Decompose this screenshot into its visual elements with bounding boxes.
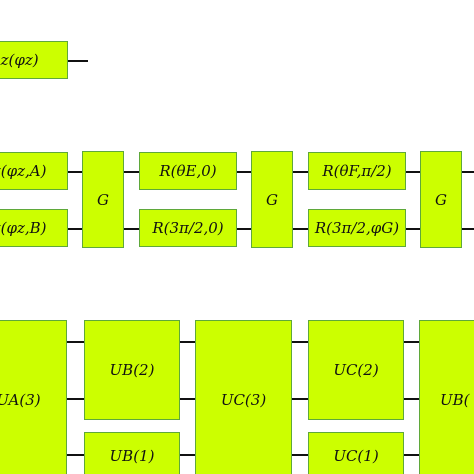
uc2-gate: UC(2) — [308, 320, 404, 420]
rz-a-gate-label: Rz(φz,A) — [0, 162, 47, 180]
wire — [404, 398, 419, 400]
wire — [68, 60, 88, 62]
r-theta-f-gate-label: R(θF,π/2) — [322, 162, 392, 180]
wire — [462, 171, 474, 173]
ub1-gate-label: UB(1) — [109, 447, 155, 465]
ub2-gate-label: UB(2) — [109, 361, 155, 379]
ua3-gate-label: UA(3) — [0, 391, 41, 409]
rz-b-gate: Rz(φz,B) — [0, 209, 68, 247]
wire — [180, 454, 195, 456]
g-gate-3-label: G — [435, 190, 447, 209]
ub2-gate: UB(2) — [84, 320, 180, 420]
wire — [68, 171, 82, 173]
rz-b-gate-label: Rz(φz,B) — [0, 219, 47, 237]
rz-gate-label: Rz(φz) — [0, 51, 39, 69]
r-3pi2-0-gate-label: R(3π/2,0) — [152, 219, 224, 237]
wire — [293, 171, 308, 173]
wire — [124, 171, 139, 173]
wire — [124, 228, 139, 230]
wire — [180, 398, 195, 400]
wire — [404, 341, 419, 343]
rz-a-gate: Rz(φz,A) — [0, 152, 68, 190]
wire — [292, 398, 308, 400]
r-theta-e-gate: R(θE,0) — [139, 152, 237, 190]
wire — [292, 341, 308, 343]
g-gate-1-label: G — [97, 190, 109, 209]
r-theta-e-gate-label: R(θE,0) — [159, 162, 217, 180]
g-gate-1: G — [82, 151, 124, 248]
ub1-gate: UB(1) — [84, 432, 180, 474]
r-theta-f-gate: R(θF,π/2) — [308, 152, 406, 190]
wire — [237, 228, 251, 230]
rz-gate: Rz(φz) — [0, 41, 68, 79]
wire — [68, 228, 82, 230]
r-3pi2-phig-gate-label: R(3π/2,φG) — [314, 219, 400, 237]
wire — [404, 454, 419, 456]
g-gate-3: G — [420, 151, 462, 248]
r-3pi2-0-gate: R(3π/2,0) — [139, 209, 237, 247]
g-gate-2: G — [251, 151, 293, 248]
wire — [292, 454, 308, 456]
g-gate-2-label: G — [266, 190, 278, 209]
r-3pi2-phig-gate: R(3π/2,φG) — [308, 209, 406, 247]
uc1-gate-label: UC(1) — [333, 447, 379, 465]
wire — [406, 171, 420, 173]
wire — [293, 228, 308, 230]
wire — [237, 171, 251, 173]
wire — [180, 341, 195, 343]
wire — [406, 228, 420, 230]
uc3-gate: UC(3) — [195, 320, 292, 474]
wire — [67, 398, 84, 400]
ub-right-gate: UB( — [419, 320, 474, 474]
uc1-gate: UC(1) — [308, 432, 404, 474]
ub-right-gate-label: UB( — [440, 391, 470, 409]
ua3-gate: UA(3) — [0, 320, 67, 474]
uc2-gate-label: UC(2) — [333, 361, 379, 379]
uc3-gate-label: UC(3) — [220, 391, 267, 409]
wire — [67, 341, 84, 343]
wire — [67, 454, 84, 456]
wire — [462, 228, 474, 230]
